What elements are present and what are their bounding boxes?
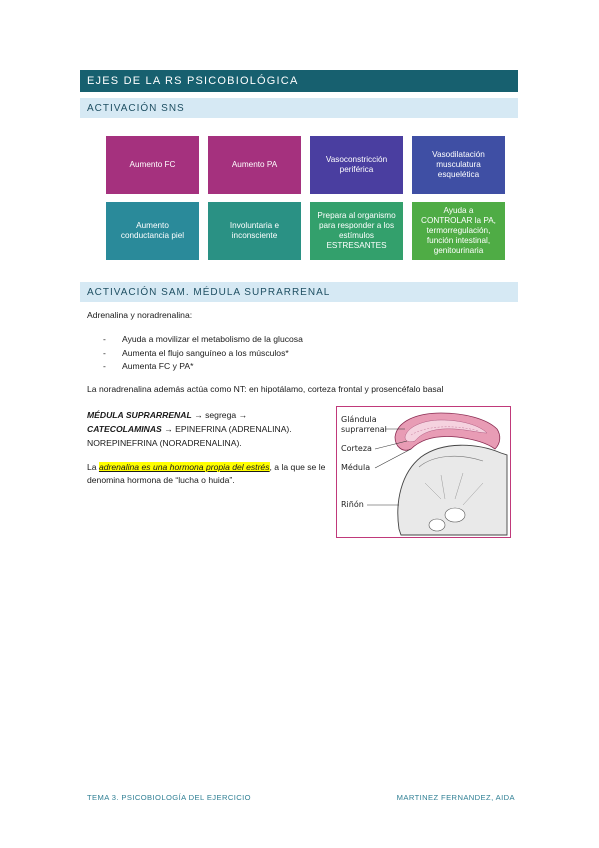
effect-box: Prepara al organismo para responder a lo… — [310, 202, 403, 260]
adrenal-gland-figure: Glándula suprarrenal Corteza Médula Riñó… — [336, 406, 511, 538]
medula-arrow: → segrega → — [191, 410, 248, 420]
list-item: Aumenta FC y PA* — [103, 360, 303, 374]
main-header-title: EJES DE LA RS PSICOBIOLÓGICA — [87, 75, 299, 87]
adrenal-kidney-illustration — [367, 412, 508, 536]
effect-box-text: Prepara al organismo para responder a lo… — [317, 211, 396, 250]
effect-box-text: Vasodilatación musculatura esquelética — [432, 150, 485, 179]
label-glandula: Glándula — [341, 415, 377, 424]
medula-term: MÉDULA SUPRARRENAL — [87, 410, 192, 420]
label-suprarrenal: suprarrenal — [341, 425, 387, 434]
effect-box-text: Vasoconstricción periférica — [325, 155, 388, 174]
effect-box: Involuntaria e inconsciente — [208, 202, 301, 260]
sns-effects-grid: Aumento FC Aumento PA Vasoconstricción p… — [106, 136, 505, 260]
label-medula: Médula — [341, 463, 371, 472]
section-title-sam: ACTIVACIÓN SAM. MÉDULA SUPRARRENAL — [87, 286, 331, 298]
effect-box: Aumento PA — [208, 136, 301, 194]
footer-right: MARTINEZ FERNANDEZ, AIDA — [396, 793, 515, 802]
effect-box-text: Aumento FC — [129, 160, 176, 169]
list-item: Aumenta el flujo sanguíneo a los músculo… — [103, 347, 303, 361]
effect-box: Vasoconstricción periférica — [310, 136, 403, 194]
section-title-sns: ACTIVACIÓN SNS — [87, 102, 185, 114]
effect-box-text: Involuntaria e inconsciente — [229, 221, 280, 240]
effect-box-text: Ayuda a CONTROLAR la PA, termorregulació… — [421, 206, 496, 255]
label-rinon: Riñón — [341, 500, 364, 509]
label-corteza: Corteza — [341, 444, 372, 453]
epinefrina-text: → EPINEFRINA (ADRENALINA). — [161, 424, 292, 434]
footer-left: TEMA 3. PSICOBIOLOGÍA DEL EJERCICIO — [87, 793, 251, 802]
highlighted-phrase: adrenalina es una hormona propia del est… — [98, 462, 270, 472]
effect-box-text: Aumento PA — [231, 160, 278, 169]
effects-list: Ayuda a movilizar el metabolismo de la g… — [103, 333, 303, 374]
section-header-sam: ACTIVACIÓN SAM. MÉDULA SUPRARRENAL — [80, 282, 518, 302]
effect-box: Aumento FC — [106, 136, 199, 194]
list-item: Ayuda a movilizar el metabolismo de la g… — [103, 333, 303, 347]
effect-box: Ayuda a CONTROLAR la PA, termorregulació… — [412, 202, 505, 260]
catecolaminas-term: CATECOLAMINAS — [87, 424, 162, 434]
adrenalina-suffix: , a la que se le denomina hormona de “lu… — [87, 462, 326, 485]
norepinefrina-text: NOREPINEFRINA (NORADRENALINA). — [87, 438, 242, 448]
intro-text: Adrenalina y noradrenalina: — [87, 310, 193, 320]
effect-box: Aumento conductancia piel — [106, 202, 199, 260]
nt-note: La noradrenalina además actúa como NT: e… — [87, 384, 444, 394]
adrenalina-prefix: La — [87, 462, 99, 472]
adrenalina-paragraph: La adrenalina es una hormona propia del … — [87, 461, 327, 487]
effect-box: Vasodilatación musculatura esquelética — [412, 136, 505, 194]
section-header-sns: ACTIVACIÓN SNS — [80, 98, 518, 118]
medula-paragraph: MÉDULA SUPRARRENAL → segrega → CATECOLAM… — [87, 408, 332, 450]
effect-box-text: Aumento conductancia piel — [120, 221, 185, 240]
main-header: EJES DE LA RS PSICOBIOLÓGICA — [80, 70, 518, 92]
